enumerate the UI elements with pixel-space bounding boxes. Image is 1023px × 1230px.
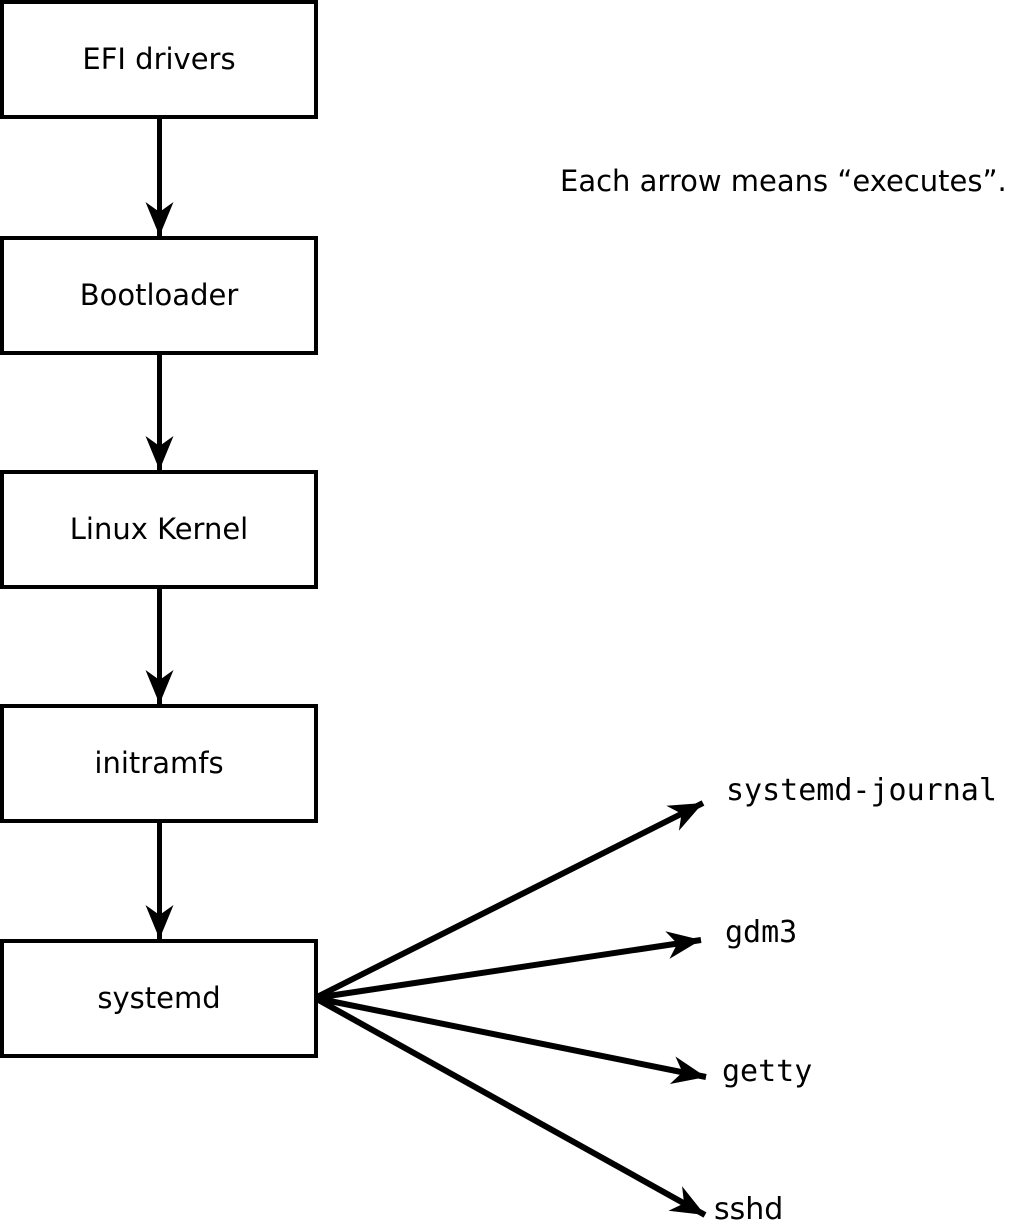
- executes-arrow-systemd-to-journal: [313, 800, 705, 1001]
- node-label: systemd: [97, 981, 221, 1015]
- node-initramfs: initramfs: [0, 704, 318, 823]
- node-linux-kernel: Linux Kernel: [0, 470, 318, 589]
- label-getty: getty: [722, 1054, 813, 1089]
- node-systemd: systemd: [0, 939, 318, 1058]
- note-arrow-meaning: Each arrow means “executes”.: [560, 164, 1007, 198]
- executes-arrow-systemd-to-sshd: [313, 995, 707, 1218]
- node-label: EFI drivers: [82, 42, 236, 76]
- label-systemd-journal: systemd-journal: [726, 773, 997, 808]
- node-label: Linux Kernel: [69, 512, 249, 546]
- node-efi-drivers: EFI drivers: [0, 0, 318, 119]
- label-sshd: sshd: [714, 1192, 784, 1227]
- executes-arrow-systemd-to-getty: [314, 995, 707, 1084]
- node-label: Bootloader: [79, 278, 239, 312]
- node-label: initramfs: [94, 746, 224, 780]
- executes-arrow-systemd-to-gdm3: [314, 931, 702, 1001]
- node-bootloader: Bootloader: [0, 236, 318, 355]
- label-gdm3: gdm3: [725, 915, 798, 950]
